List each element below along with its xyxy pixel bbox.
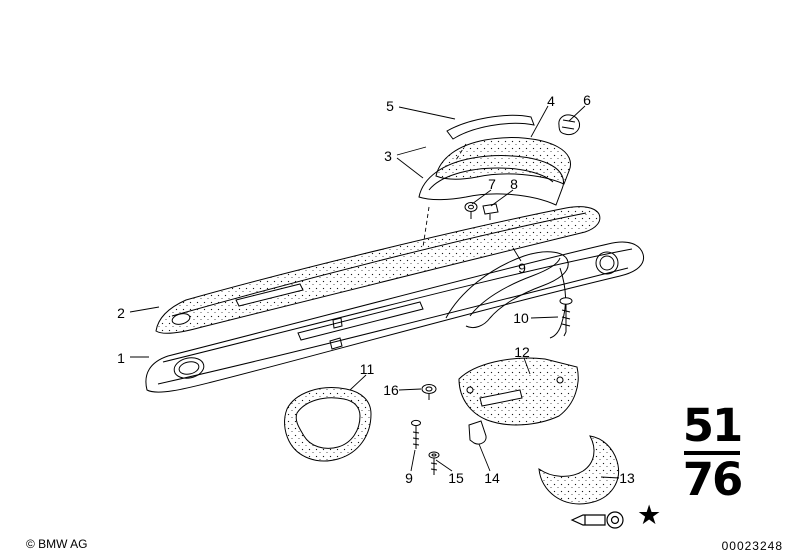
callout-part-10: 10 bbox=[513, 310, 529, 326]
callout-part-13: 13 bbox=[619, 470, 635, 486]
grommet-part7 bbox=[464, 202, 478, 219]
callout-part-8: 8 bbox=[510, 176, 518, 192]
screw-part15 bbox=[428, 451, 440, 475]
callout-part-16: 16 bbox=[383, 382, 399, 398]
callout-part-3: 3 bbox=[384, 148, 392, 164]
dashed-leader bbox=[422, 143, 467, 248]
callout-part-5: 5 bbox=[386, 98, 394, 114]
grommet-part16 bbox=[421, 384, 437, 400]
dash-pad-part2 bbox=[155, 206, 601, 334]
key-icon bbox=[570, 511, 624, 529]
callout-part-4: 4 bbox=[547, 93, 555, 109]
under-panel-part12 bbox=[458, 357, 579, 426]
leader-lines bbox=[129, 105, 620, 479]
trim-part11 bbox=[284, 387, 372, 462]
section-main-group: 51 bbox=[682, 399, 744, 452]
clip-part8 bbox=[482, 203, 499, 220]
callout-part-11: 11 bbox=[359, 361, 375, 377]
section-badge: 51 76 bbox=[680, 403, 744, 503]
callout-part-9: 9 bbox=[518, 260, 526, 276]
document-number: 00023248 bbox=[721, 539, 783, 553]
dashboard-frame-part1 bbox=[145, 241, 645, 393]
callout-part-12: 12 bbox=[514, 344, 530, 360]
copyright-text: © BMW AG bbox=[26, 537, 88, 551]
bracket-part13 bbox=[538, 435, 619, 505]
section-sub-group: 76 bbox=[682, 453, 744, 506]
section-divider bbox=[684, 451, 740, 455]
clip-part6 bbox=[558, 114, 580, 136]
screw-part10 bbox=[559, 297, 573, 337]
callout-part-2: 2 bbox=[117, 305, 125, 321]
trim-strip-part5 bbox=[446, 114, 535, 140]
callout-part-7: 7 bbox=[488, 176, 496, 192]
star-icon: ★ bbox=[637, 500, 662, 530]
callout-part-1: 1 bbox=[117, 350, 125, 366]
clip-part14 bbox=[468, 420, 487, 445]
callout-part-9-lower: 9 bbox=[405, 470, 413, 486]
harness-part9 bbox=[445, 251, 569, 339]
screw-part9-lower bbox=[411, 419, 421, 449]
callout-part-15: 15 bbox=[448, 470, 464, 486]
callout-part-14: 14 bbox=[484, 470, 500, 486]
speaker-cover-assembly bbox=[418, 114, 580, 206]
callout-part-6: 6 bbox=[583, 92, 591, 108]
